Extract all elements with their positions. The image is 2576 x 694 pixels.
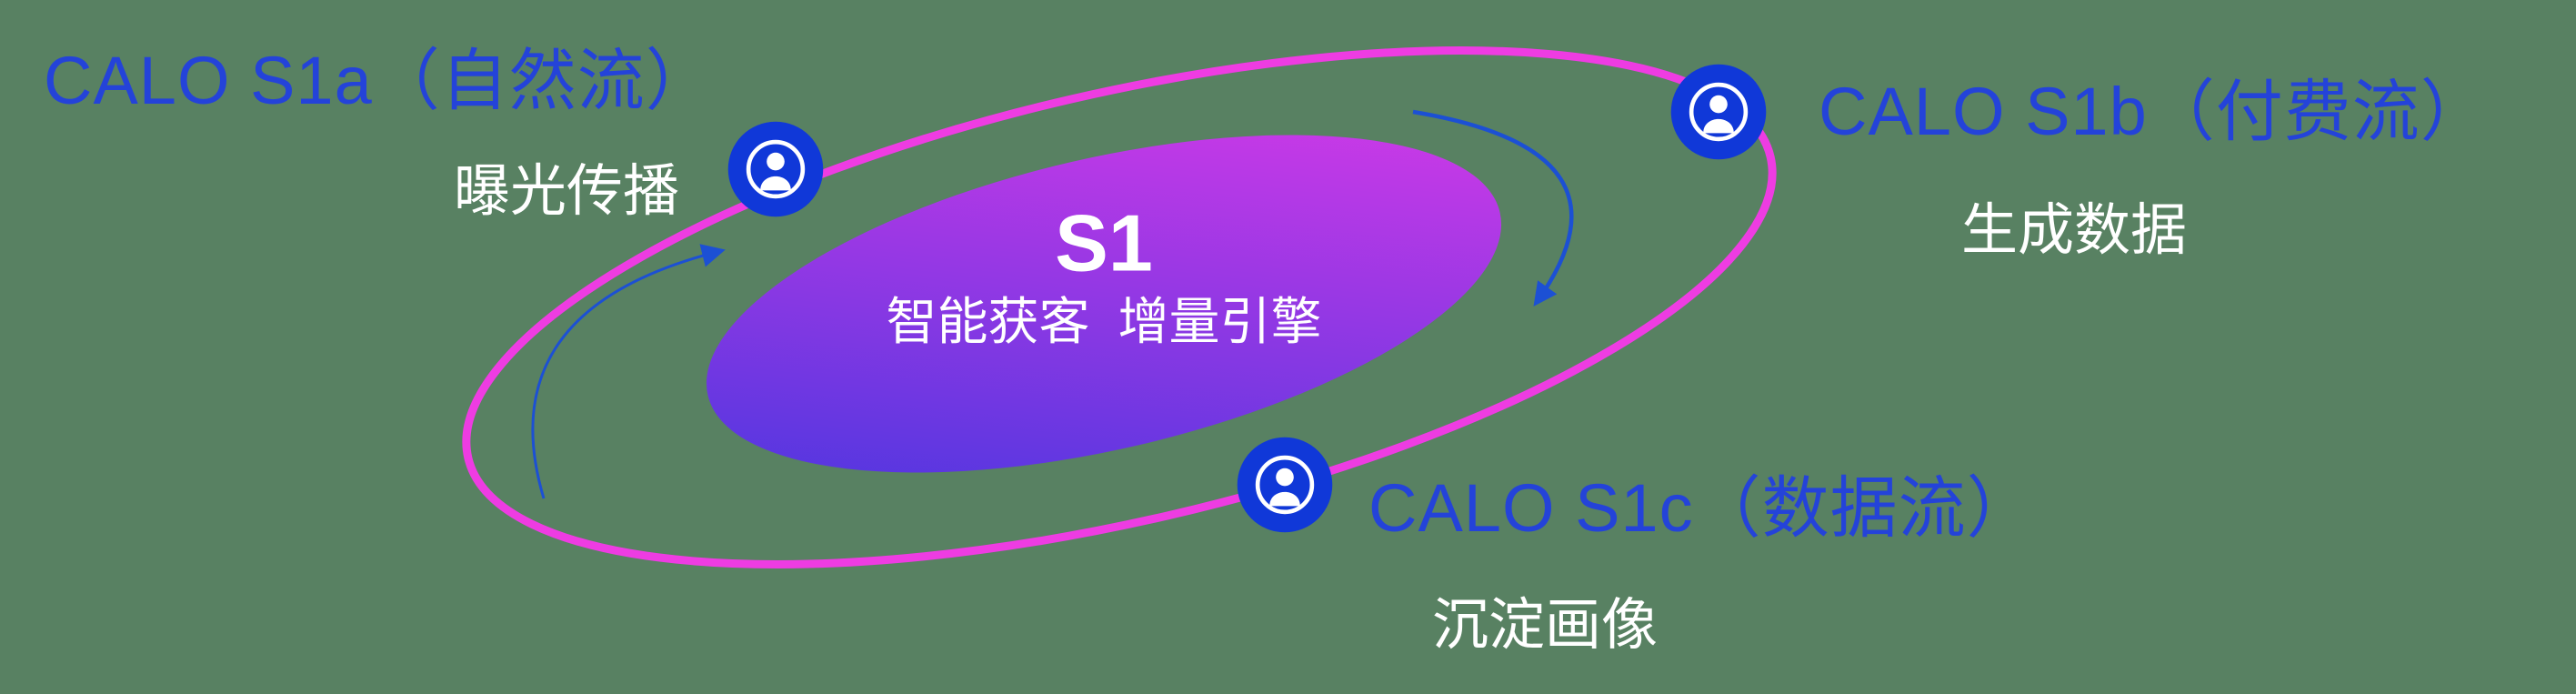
- label-s1c-subtitle: 沉淀画像: [1431, 594, 1658, 657]
- flow-arrow-right-icon: [1412, 109, 1574, 307]
- core-ellipse: [706, 135, 1502, 473]
- label-s1b-title: CALO S1b（付费流）: [1819, 74, 2489, 149]
- user-icon: [1238, 438, 1333, 533]
- flow-arrow-left-icon: [531, 244, 726, 499]
- label-s1b-subtitle: 生成数据: [1960, 199, 2187, 262]
- orbit-ring: [462, 46, 1777, 568]
- user-node-s1b: [1671, 65, 1767, 160]
- label-s1a-subtitle: 曝光传播: [453, 160, 679, 223]
- core-subtitle: 智能获客 增量引擎: [886, 293, 1322, 351]
- label-s1c-title: CALO S1c（数据流）: [1368, 470, 2035, 546]
- user-icon: [1671, 65, 1767, 160]
- label-s1a-title: CALO S1a（自然流）: [44, 43, 714, 118]
- user-node-s1c: [1238, 438, 1333, 533]
- core-title: S1: [1055, 197, 1153, 288]
